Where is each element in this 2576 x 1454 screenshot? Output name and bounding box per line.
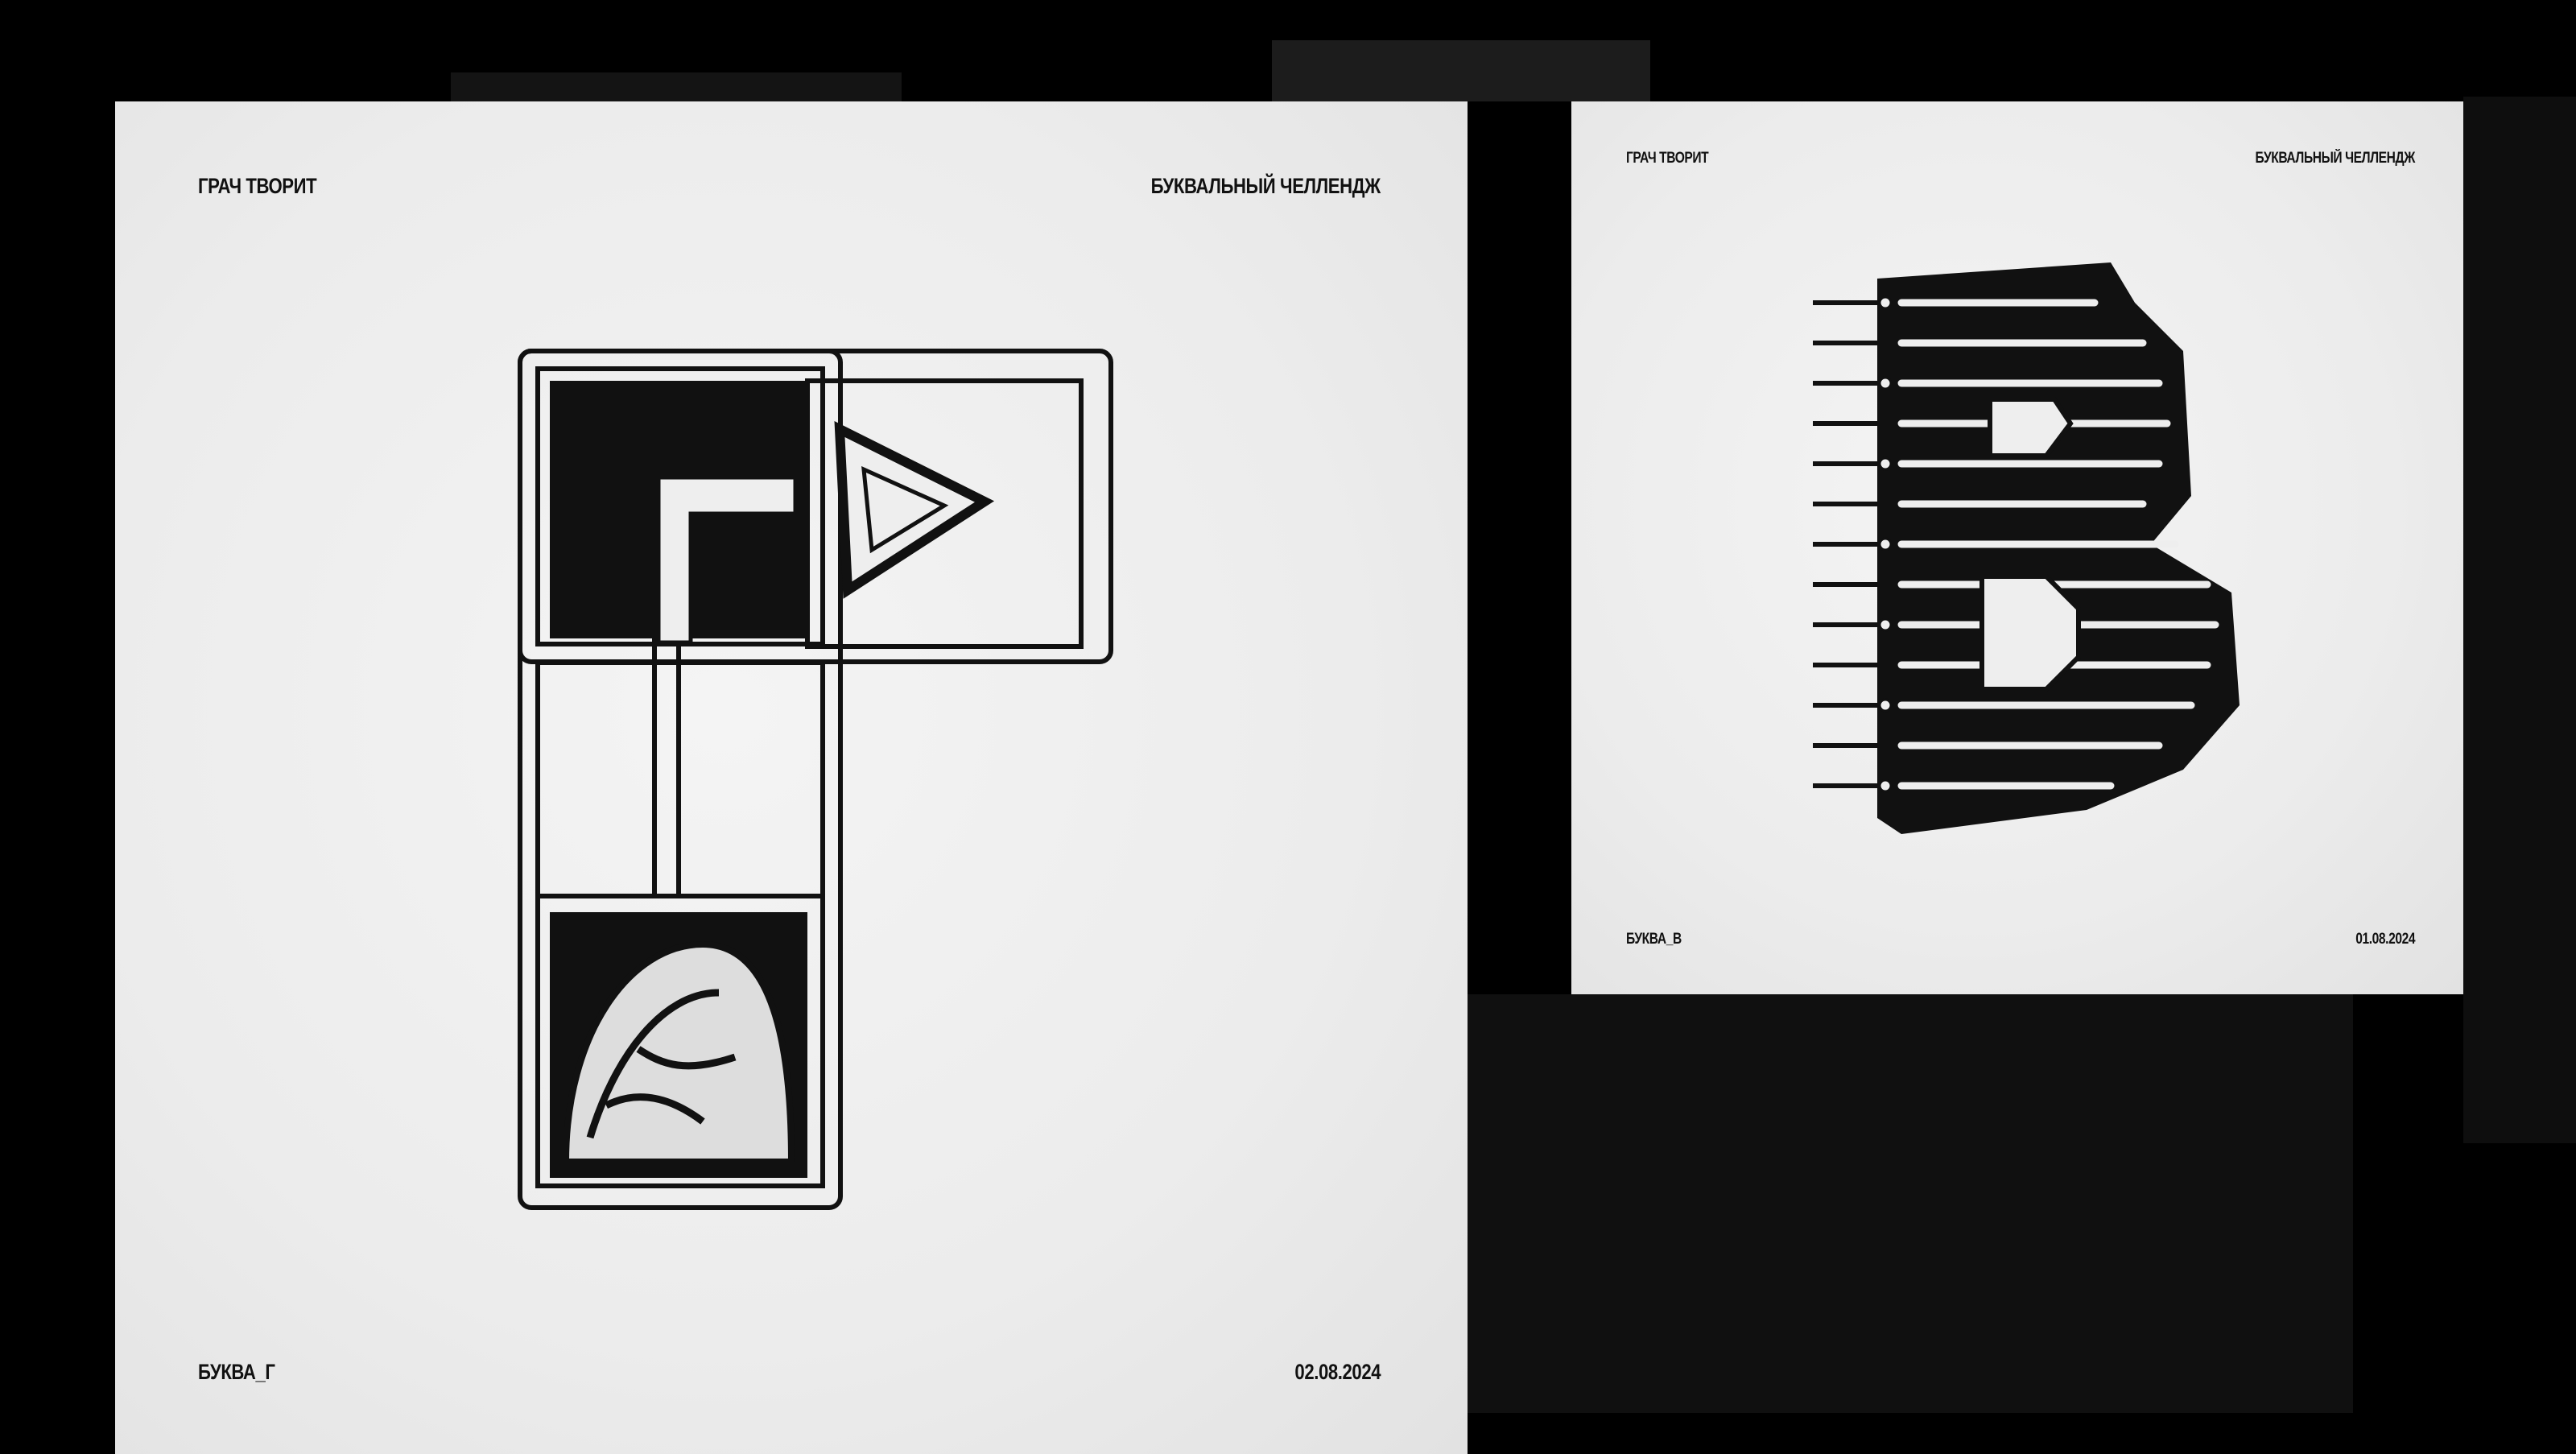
background-glitch: [1272, 40, 1650, 101]
poster-author: ГРАЧ ТВОРИТ: [1626, 150, 1709, 167]
poster-letter-g: ГРАЧ ТВОРИТ БУКВАЛЬНЫЙ ЧЕЛЛЕНДЖ БУКВА_Г …: [115, 101, 1468, 1454]
poster-letter-label: БУКВА_Г: [198, 1360, 275, 1384]
background-glitch: [451, 72, 902, 105]
poster-project: БУКВАЛЬНЫЙ ЧЕЛЛЕНДЖ: [1150, 174, 1381, 198]
poster-date: 02.08.2024: [1294, 1360, 1381, 1384]
poster-letter-v: ГРАЧ ТВОРИТ БУКВАЛЬНЫЙ ЧЕЛЛЕНДЖ БУКВА_В …: [1571, 101, 2463, 994]
poster-letter-label: БУКВА_В: [1626, 931, 1682, 948]
letter-v-artwork: [1813, 262, 2240, 834]
background-glitch: [2463, 97, 2576, 1143]
letter-g-artwork: [518, 349, 1113, 1210]
poster-author: ГРАЧ ТВОРИТ: [198, 174, 317, 198]
poster-date: 01.08.2024: [2355, 931, 2415, 948]
poster-project: БУКВАЛЬНЫЙ ЧЕЛЛЕНДЖ: [2255, 150, 2416, 167]
background-glitch: [1468, 994, 2353, 1413]
